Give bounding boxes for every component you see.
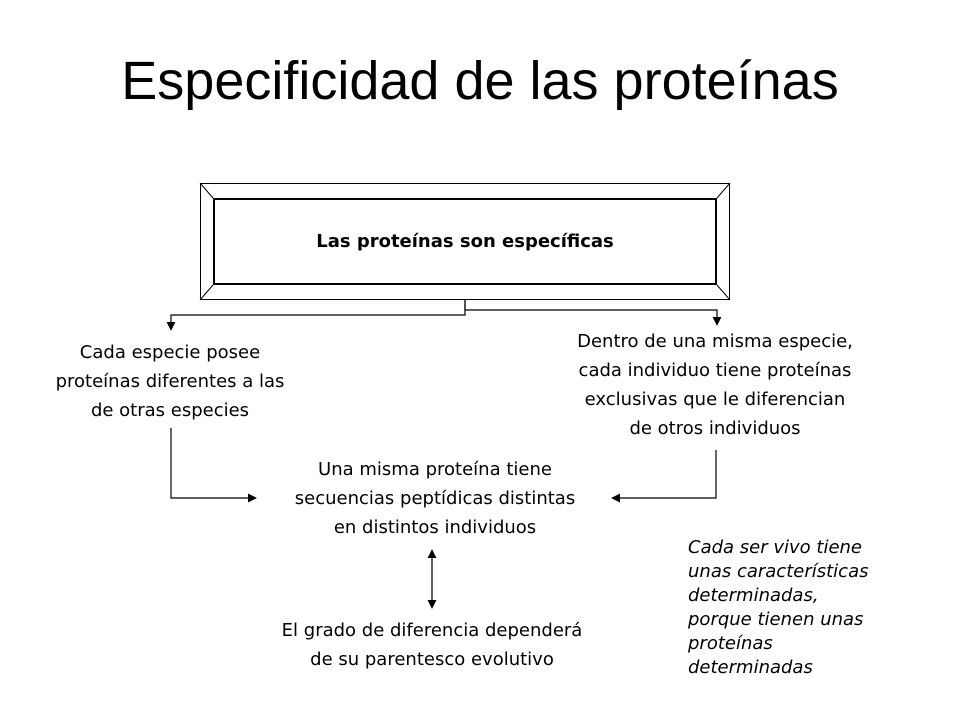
connector-root-left bbox=[166, 300, 466, 331]
right-branch-text: Dentro de una misma especie, cada indivi… bbox=[577, 331, 853, 439]
connector-left-center bbox=[170, 428, 257, 503]
bevel-top-right bbox=[716, 182, 731, 199]
connector-right-center bbox=[611, 450, 717, 503]
bevel-bottom-left bbox=[199, 284, 214, 301]
bevel-bottom-right bbox=[716, 284, 731, 301]
center-node-text: Una misma proteína tiene secuencias pept… bbox=[294, 459, 576, 538]
side-note-text: Cada ser vivo tiene unas características… bbox=[688, 537, 869, 678]
bevel-top-left bbox=[199, 182, 214, 199]
bottom-node-text: El grado de diferencia dependerá de su p… bbox=[281, 620, 583, 670]
connector-root-right bbox=[464, 300, 722, 326]
root-box-label: Las proteínas son específicas bbox=[316, 231, 614, 252]
left-branch-text: Cada especie posee proteínas diferentes … bbox=[55, 342, 285, 421]
slide-title: Especificidad de las proteínas bbox=[121, 51, 839, 111]
root-box: Las proteínas son específicas bbox=[213, 198, 717, 285]
